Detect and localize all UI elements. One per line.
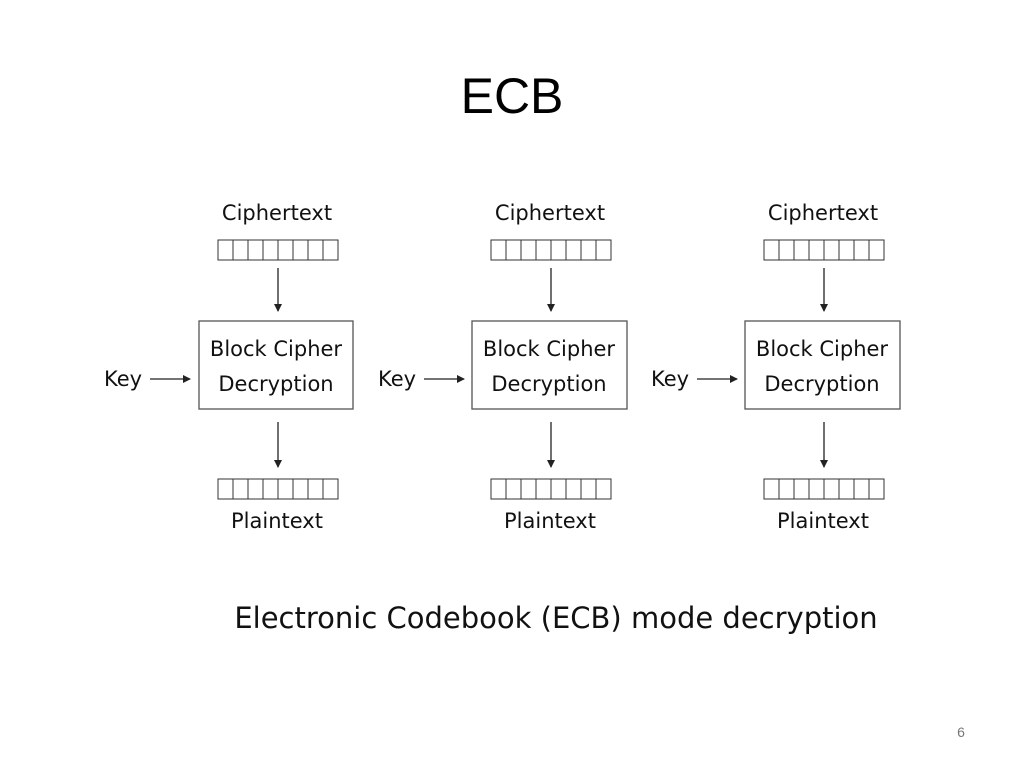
plaintext-block	[217, 478, 339, 500]
block-cipher-decryption-box	[198, 320, 354, 410]
plaintext-block	[763, 478, 885, 500]
key-label: Key	[378, 367, 416, 391]
box-line-2: Decryption	[218, 372, 333, 396]
ciphertext-label: Ciphertext	[495, 201, 605, 225]
ciphertext-block	[490, 239, 612, 261]
stage-3: Ciphertext Block Cipher Decryption Key P…	[651, 201, 901, 533]
plaintext-block	[490, 478, 612, 500]
stage-1: Ciphertext Block Cipher Decryption Key P…	[104, 201, 354, 533]
plaintext-label: Plaintext	[231, 509, 323, 533]
box-line-2: Decryption	[491, 372, 606, 396]
ciphertext-label: Ciphertext	[768, 201, 878, 225]
ciphertext-label: Ciphertext	[222, 201, 332, 225]
box-line-1: Block Cipher	[756, 337, 889, 361]
block-cipher-decryption-box	[471, 320, 628, 410]
plaintext-label: Plaintext	[777, 509, 869, 533]
box-line-1: Block Cipher	[483, 337, 616, 361]
slide-title: ECB	[460, 68, 564, 124]
block-cipher-decryption-box	[744, 320, 901, 410]
key-label: Key	[104, 367, 142, 391]
ciphertext-block	[763, 239, 885, 261]
slide-number: 6	[957, 724, 965, 740]
stage-2: Ciphertext Block Cipher Decryption Key P…	[378, 201, 628, 533]
key-label: Key	[651, 367, 689, 391]
plaintext-label: Plaintext	[504, 509, 596, 533]
box-line-1: Block Cipher	[210, 337, 343, 361]
box-line-2: Decryption	[764, 372, 879, 396]
ciphertext-block	[217, 239, 339, 261]
diagram-caption: Electronic Codebook (ECB) mode decryptio…	[234, 601, 877, 635]
